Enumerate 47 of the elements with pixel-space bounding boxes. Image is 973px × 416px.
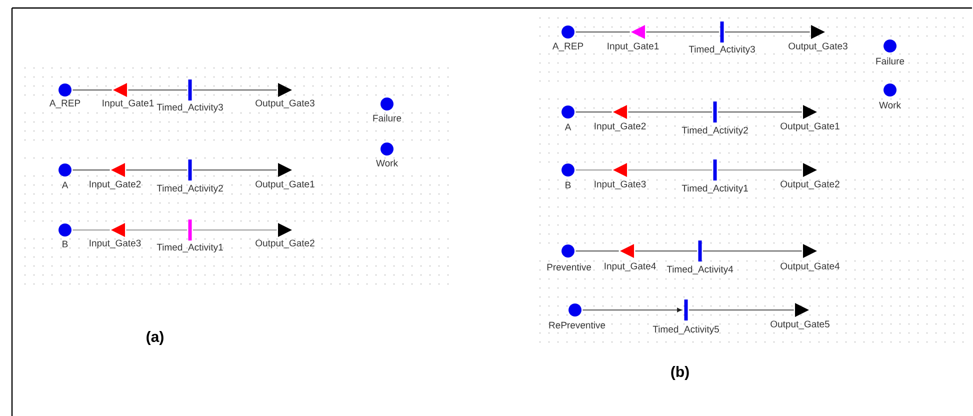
node-label: Work [879, 102, 902, 108]
connector-line [702, 250, 802, 252]
node-label: Input_Gate2 [90, 180, 141, 190]
connector-line [575, 250, 620, 252]
node-label: A [62, 182, 68, 188]
node-label: Input_Gate4 [604, 262, 656, 272]
node-label: Timed_Activity2 [682, 126, 748, 136]
node-label: Work [376, 160, 398, 166]
node-label: Input_Gate1 [102, 100, 154, 108]
connector-line [576, 169, 612, 171]
node-label: Output_Gate2 [780, 180, 840, 190]
connector-line [582, 308, 682, 312]
node-label: Output_Gate1 [780, 122, 840, 132]
node-label: Timed_Activity5 [652, 326, 719, 334]
node-label: Input_Gate3 [594, 180, 646, 190]
node-label: Failure [373, 114, 402, 122]
connector-line [628, 169, 712, 171]
node-label: Timed_Activity1 [682, 184, 748, 194]
node-label: A [564, 124, 572, 130]
node-label: Timed_Activity3 [156, 104, 223, 112]
node-label: Preventive [547, 264, 592, 270]
panel-label: (b) [671, 366, 689, 380]
node-label: Timed_Activity3 [688, 46, 755, 54]
node-label: A_REP [552, 42, 584, 52]
node-label: A_REP [49, 100, 80, 108]
connector-line [634, 250, 698, 252]
node-label: Input_Gate1 [608, 42, 659, 52]
node-label: Output_Gate3 [788, 42, 848, 52]
node-label: Output_Gate3 [256, 100, 314, 108]
node-label: Timed_Activity2 [156, 184, 223, 194]
node-label: Output_Gate2 [256, 240, 314, 248]
node-label: Timed_Activity4 [666, 266, 734, 274]
node-label: Input_Gate2 [594, 122, 646, 132]
node-label: B [62, 240, 68, 248]
node-label: Output_Gate4 [780, 262, 840, 272]
node-label: Failure [876, 58, 904, 64]
node-label: Output_Gate1 [256, 180, 314, 190]
node-label: RePreventive [549, 322, 606, 328]
node-label: Output_Gate5 [770, 320, 830, 330]
node-label: Input_Gate3 [90, 240, 141, 248]
connector-line [192, 229, 277, 231]
connector-line [126, 229, 188, 231]
node-label: Timed_Activity1 [156, 244, 223, 252]
connector-line [72, 229, 110, 231]
panel-label: (a) [146, 331, 164, 345]
connector-line [718, 169, 802, 171]
node-label: B [566, 182, 571, 188]
